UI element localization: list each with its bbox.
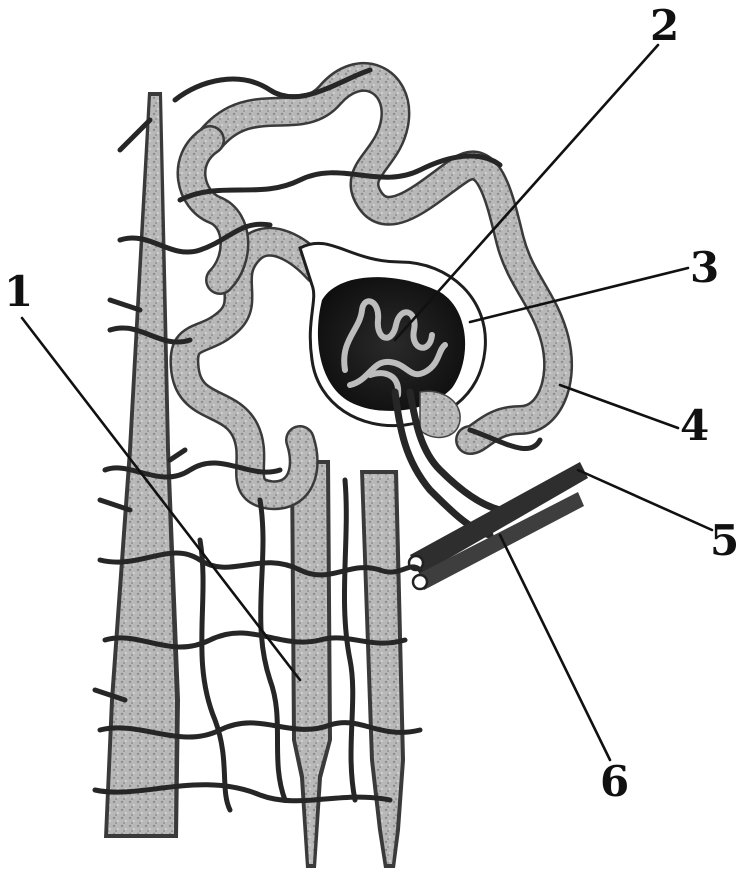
capillary-network [92,67,543,813]
vein-lumen [411,573,429,591]
collecting-ducts [104,92,405,868]
vein-segment [416,492,584,590]
left-duct-fill [108,96,175,834]
middle-duct-fill [294,464,328,864]
macula-densa [419,390,461,439]
leader-2 [393,43,660,342]
label-5: 5 [710,516,739,565]
convoluted-tubule [169,62,574,511]
number-labels: 1 2 3 4 5 6 [4,1,739,806]
leader-1 [20,316,302,682]
label-6: 6 [600,757,629,806]
leader-3 [468,266,690,324]
label-1: 1 [4,267,33,316]
arterioles [391,388,588,591]
capsule-inner-layer [317,277,466,411]
label-3: 3 [690,243,719,292]
leader-lines [20,43,714,762]
leader-4 [558,383,680,430]
renal-corpuscle [298,241,487,439]
label-2: 2 [650,1,679,50]
label-4: 4 [680,401,709,450]
leader-6 [498,533,612,762]
artery-segment [410,462,588,575]
leader-5 [576,468,714,532]
